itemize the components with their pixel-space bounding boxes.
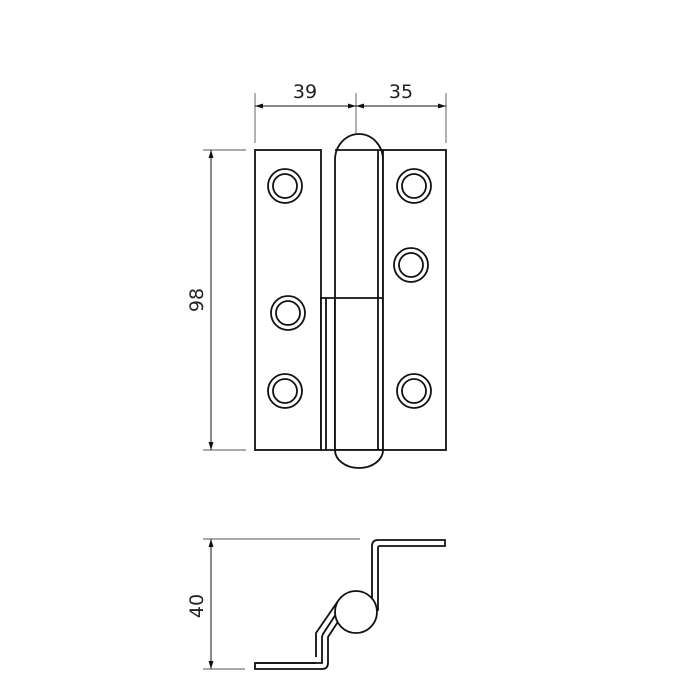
screw-hole <box>393 247 429 283</box>
dimension-label-40: 40 <box>186 594 208 618</box>
dimension-label-35: 35 <box>389 81 413 103</box>
height-dimension: 98 <box>186 149 246 451</box>
screw-hole <box>267 373 303 409</box>
width-dimensions: 39 35 <box>254 81 447 143</box>
lower-leaf-inner-edge <box>315 600 339 657</box>
screw-hole <box>267 168 303 204</box>
arrow-icon <box>208 150 214 158</box>
screw-hole <box>396 168 432 204</box>
knuckle-barrel <box>334 133 384 451</box>
upper-leaf-profile <box>371 539 446 611</box>
left-leaf-knuckle-strip <box>320 297 336 451</box>
dimension-label-98: 98 <box>186 288 208 312</box>
lower-leaf-profile <box>254 606 347 670</box>
dimension-label-39: 39 <box>293 81 317 103</box>
arrow-icon <box>356 103 364 109</box>
arrow-icon <box>208 442 214 450</box>
arrow-icon <box>255 103 263 109</box>
hinge-side-profile <box>254 539 446 670</box>
arrow-icon <box>348 103 356 109</box>
depth-dimension: 40 <box>186 538 360 670</box>
screw-hole <box>396 373 432 409</box>
arrow-icon <box>208 661 214 669</box>
arrow-icon <box>438 103 446 109</box>
hinge-front-view <box>254 133 447 469</box>
arrow-icon <box>208 539 214 547</box>
knuckle-barrel-profile <box>334 590 378 634</box>
knuckle-bottom-cap <box>334 449 384 469</box>
screw-hole <box>270 295 306 331</box>
